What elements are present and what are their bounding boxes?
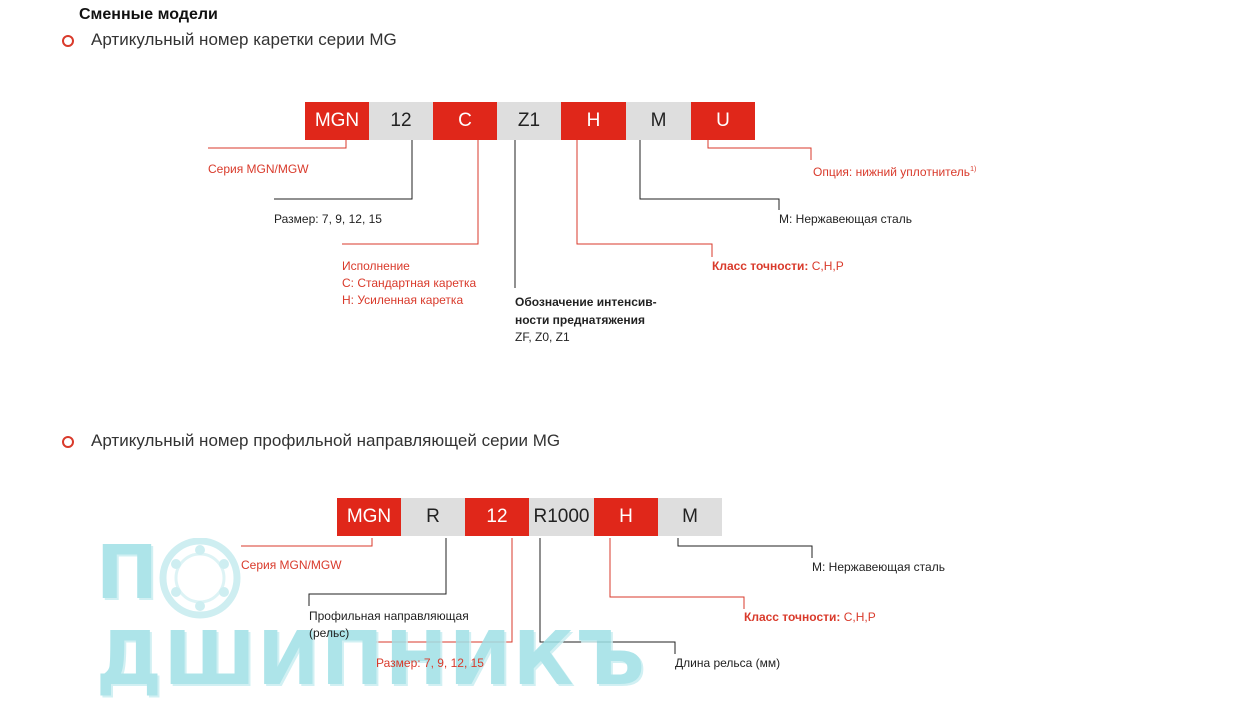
page-heading: Сменные модели [79, 6, 218, 23]
code-box: Z1 [497, 102, 561, 140]
code-box: MGN [305, 102, 369, 140]
watermark-logo: П ДШИПНИКЪ [96, 530, 645, 702]
code-box: U [691, 102, 755, 140]
code-box: M [658, 498, 722, 536]
section2-title: Артикульный номер профильной направляюще… [91, 431, 561, 450]
label-rail-size: Размер: 7, 9, 12, 15 [376, 656, 484, 670]
label-accuracy-title: Класс точности: [712, 259, 809, 273]
label-execution-h: H: Усиленная каретка [342, 293, 464, 307]
code-box: M [626, 102, 691, 140]
code-box: MGN [337, 498, 401, 536]
label-rail-accuracy-title: Класс точности: [744, 610, 841, 624]
label-rail-accuracy-values: C,H,P [843, 610, 876, 624]
code-box: R1000 [529, 498, 594, 536]
label-option: Опция: нижний уплотнитель1) [813, 161, 976, 181]
bullet-icon [62, 35, 74, 47]
code-box: H [561, 102, 626, 140]
label-option-note: 1) [970, 166, 977, 173]
code-box: H [594, 498, 658, 536]
bullet-icon [62, 436, 74, 448]
label-series: Серия MGN/MGW [208, 162, 309, 176]
label-execution-title: Исполнение [342, 259, 410, 273]
label-rail-series: Серия MGN/MGW [241, 558, 342, 572]
code-box: C [433, 102, 497, 140]
label-accuracy-values: C,H,P [811, 259, 844, 273]
section1-title: Артикульный номер каретки серии MG [91, 30, 397, 49]
code-box: 12 [465, 498, 529, 536]
label-rail-accuracy: Класс точности: C,H,P [744, 609, 876, 626]
label-preload-title-2: ности преднатяжения [515, 313, 646, 327]
label-preload-title-1: Обозначение интенсив- [515, 295, 657, 309]
label-rail-type-1: Профильная направляющая [309, 609, 469, 623]
label-rail-stainless: M: Нержавеющая сталь [812, 560, 945, 574]
label-size: Размер: 7, 9, 12, 15 [274, 212, 382, 226]
label-rail-type-2: (рельс) [309, 626, 350, 640]
label-execution-c: C: Стандартная каретка [342, 276, 477, 290]
code-box: 12 [369, 102, 433, 140]
watermark-text: П ДШИПНИКЪ [96, 530, 648, 702]
code-box: R [401, 498, 465, 536]
label-option-text: Опция: нижний уплотнитель [813, 165, 971, 179]
label-preload-values: ZF, Z0, Z1 [515, 330, 570, 344]
label-stainless: M: Нержавеющая сталь [779, 212, 912, 226]
bearing-icon [159, 538, 241, 619]
label-rail-length: Длина рельса (мм) [675, 656, 781, 670]
label-accuracy: Класс точности: C,H,P [712, 258, 844, 275]
